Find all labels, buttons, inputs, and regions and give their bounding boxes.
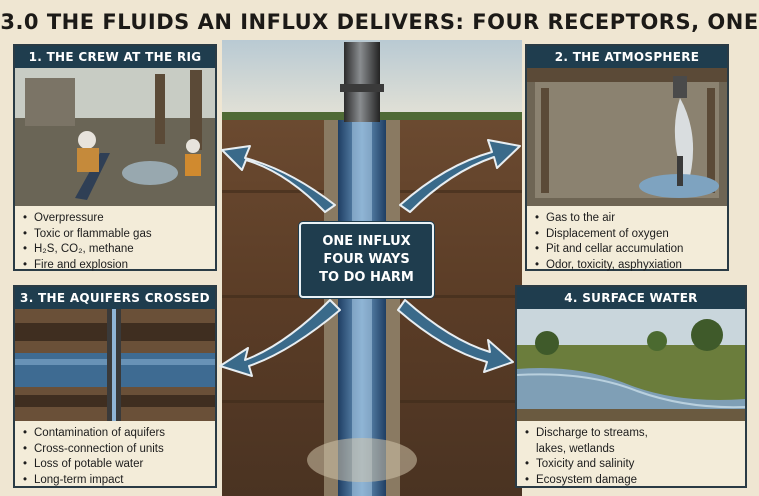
list-item: Toxic or flammable gas	[23, 227, 215, 243]
panel-bullet-list: Discharge to streams, lakes, wetlands To…	[517, 421, 745, 488]
panel-title: 2. THE ATMOSPHERE	[527, 46, 727, 68]
list-item: H₂S, CO₂, methane	[23, 242, 215, 258]
list-item: Pit and cellar accumulation	[535, 242, 727, 258]
panel-title: 3. THE AQUIFERS CROSSED	[15, 287, 215, 309]
aquifer-crossing-illustration	[15, 309, 215, 421]
center-label-box: ONE INFLUX FOUR WAYS TO DO HARM	[299, 222, 434, 298]
list-item: lakes, wetlands	[536, 442, 615, 455]
list-item: Displacement of oxygen	[535, 227, 727, 243]
panel-surface-water: 4. SURFACE WATER Discharge to streams, l…	[515, 285, 747, 488]
center-label-line: FOUR WAYS	[323, 252, 410, 267]
panel-title: 4. SURFACE WATER	[517, 287, 745, 309]
page-title: 3.0 THE FLUIDS AN INFLUX DELIVERS: FOUR …	[0, 10, 759, 70]
list-item: Fire and explosion	[23, 258, 215, 274]
panel-bullet-list: Gas to the air Displacement of oxygen Pi…	[527, 206, 727, 273]
list-item: Ecosystem damage	[525, 473, 745, 489]
panel-crew-at-rig: 1. THE CREW AT THE RIG Overpressure Toxi…	[13, 44, 217, 273]
panel-aquifers-crossed: 3. THE AQUIFERS CROSSED Contamination of…	[13, 285, 217, 488]
list-item: Toxicity and salinity	[525, 457, 745, 473]
center-label-line: ONE INFLUX	[322, 234, 411, 249]
panel-bullet-list: Contamination of aquifers Cross-connecti…	[15, 421, 215, 488]
list-item: Long-term impact	[23, 473, 215, 489]
cellar-gas-illustration	[527, 68, 727, 206]
panel-bullet-list: Overpressure Toxic or flammable gas H₂S,…	[15, 206, 215, 273]
list-item: Contamination of aquifers	[23, 426, 215, 442]
list-item: Discharge to streams,	[525, 426, 745, 442]
surface-water-illustration	[517, 309, 745, 421]
list-item: Gas to the air	[535, 211, 727, 227]
list-item: Loss of potable water	[23, 457, 215, 473]
list-item: Overpressure	[23, 211, 215, 227]
list-item: Odor, toxicity, asphyxiation	[535, 258, 727, 274]
center-label-line: TO DO HARM	[319, 270, 414, 285]
rig-crew-illustration	[15, 68, 215, 206]
panel-atmosphere: 2. THE ATMOSPHERE Gas to the air Displac…	[525, 44, 729, 273]
panel-title: 1. THE CREW AT THE RIG	[15, 46, 215, 68]
list-item: Cross-connection of units	[23, 442, 215, 458]
